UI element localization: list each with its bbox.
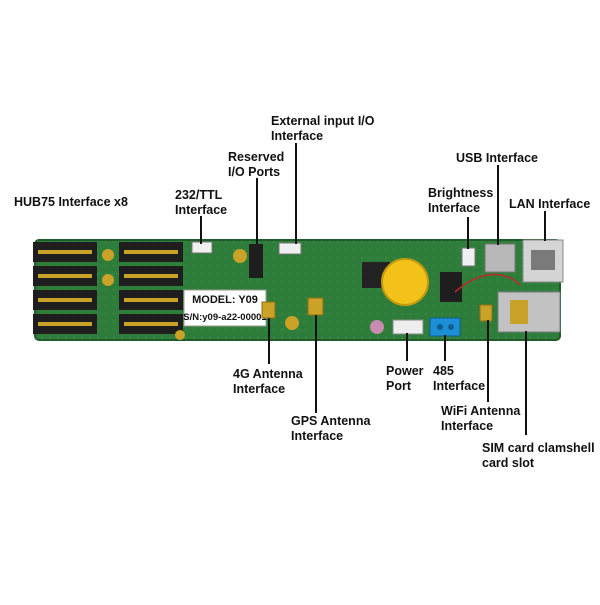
external-io-connector — [278, 242, 302, 255]
sim-card-slot — [497, 291, 561, 333]
reserved-io-header — [249, 244, 263, 278]
label-hub75: HUB75 Interface x8 — [14, 195, 128, 209]
serial-text: S/N:y09-a22-00001 — [183, 312, 267, 323]
hub75-connectors — [33, 242, 183, 334]
leader-4g-antenna — [268, 318, 270, 364]
label-usb: USB Interface — [456, 151, 538, 165]
leader-485 — [444, 335, 446, 361]
label-232-ttl: 232/TTL Interface — [175, 188, 228, 217]
leader-lan — [544, 211, 546, 241]
leader-brightness — [467, 217, 469, 249]
wifi-antenna-connector — [479, 304, 493, 322]
label-external-io: External input I/O Interface — [271, 114, 375, 143]
leader-usb — [497, 165, 499, 245]
label-4g-antenna: 4G Antenna Interface — [233, 367, 303, 396]
label-gps-antenna: GPS Antenna Interface — [291, 414, 371, 443]
4g-antenna-connector — [261, 301, 276, 319]
gps-antenna-connector — [307, 297, 324, 316]
usb-connector — [484, 243, 516, 273]
label-wifi-antenna: WiFi Antenna Interface — [441, 404, 521, 433]
leader-232-ttl — [200, 216, 202, 244]
coin-cell-battery — [381, 258, 429, 306]
power-port-connector — [392, 319, 424, 335]
brightness-connector — [461, 247, 476, 267]
label-power-port: Power Port — [386, 364, 424, 393]
leader-wifi-antenna — [487, 320, 489, 402]
leader-reserved-io — [256, 178, 258, 244]
leader-external-io — [295, 143, 297, 244]
label-sim-slot: SIM card clamshell card slot — [482, 441, 595, 470]
rs485-terminal — [429, 317, 461, 337]
label-lan: LAN Interface — [509, 197, 591, 211]
label-485: 485 Interface — [433, 364, 486, 393]
ttl-232-connector — [191, 241, 213, 254]
leader-gps-antenna — [315, 315, 317, 413]
label-reserved-io: Reserved I/O Ports — [228, 150, 285, 179]
model-label-sticker — [183, 289, 267, 327]
model-text: MODEL: Y09 — [192, 294, 258, 306]
leader-sim-slot — [525, 331, 527, 435]
leader-power-port — [406, 333, 408, 361]
label-brightness: Brightness Interface — [428, 186, 494, 215]
